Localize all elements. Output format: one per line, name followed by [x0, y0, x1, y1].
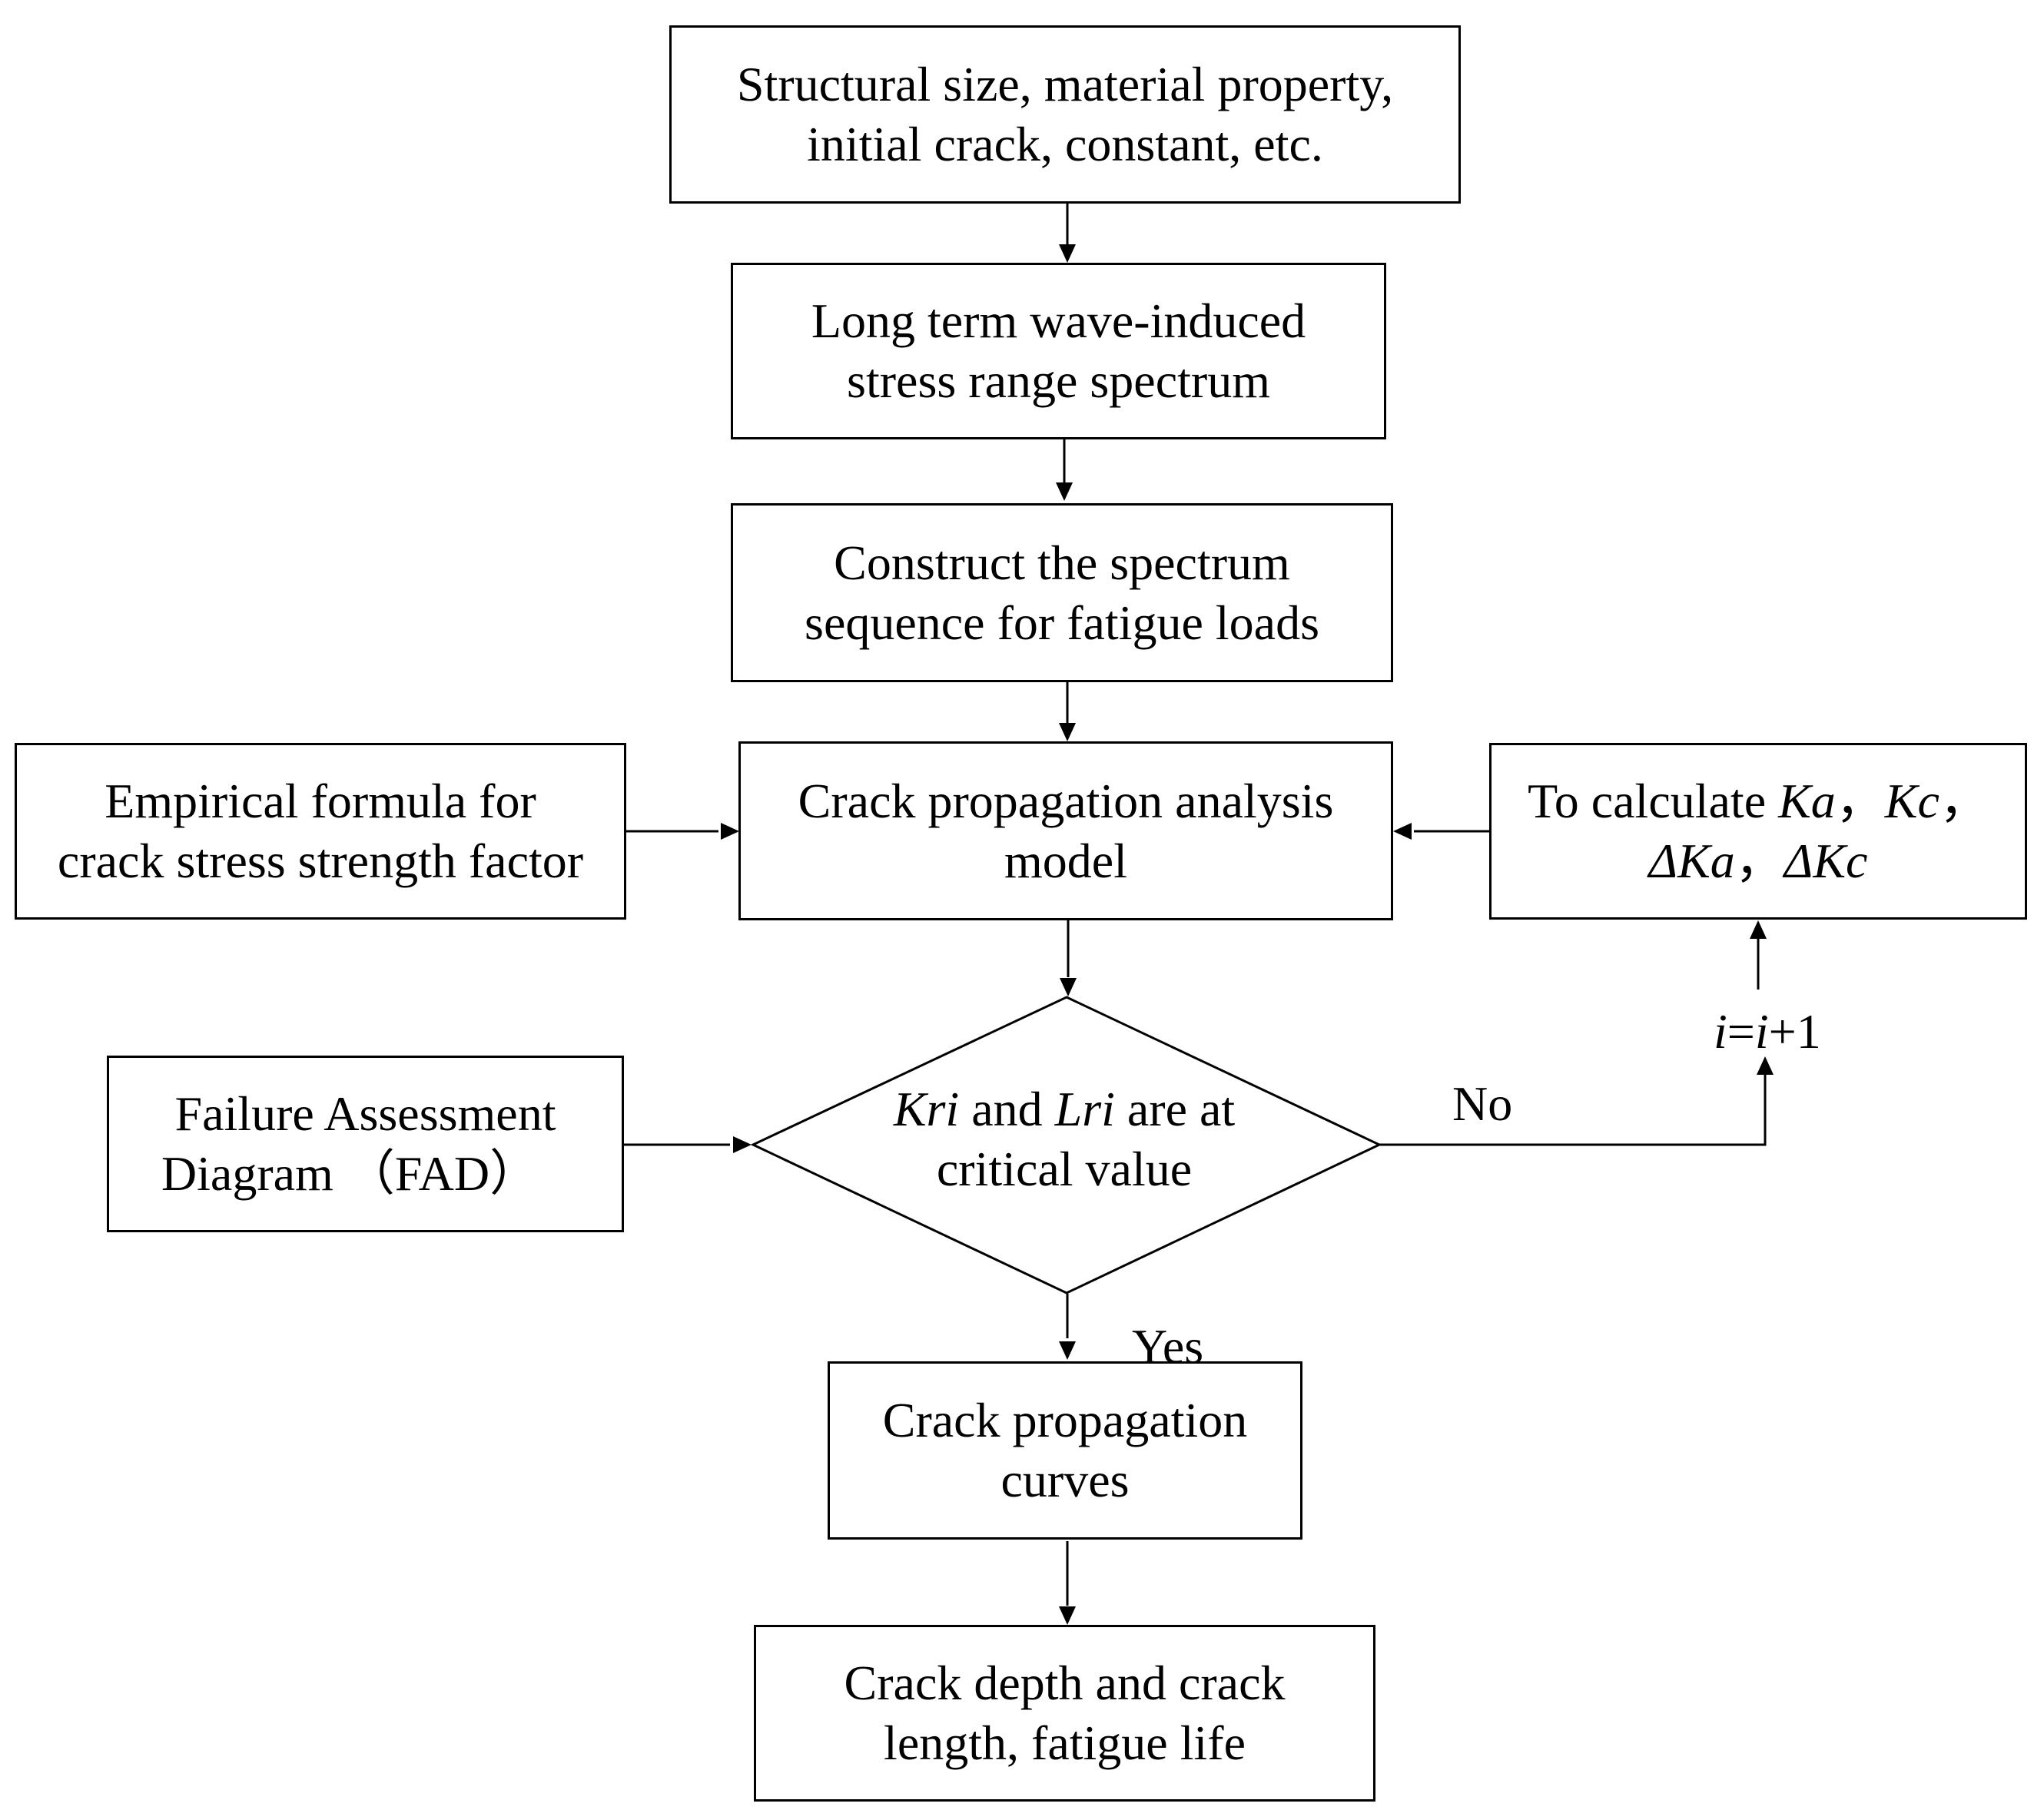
node-text: Crack propagation analysis	[798, 773, 1334, 828]
node-text: Structural size, material property,	[736, 57, 1394, 111]
lri-symbol: Lri	[1054, 1082, 1115, 1136]
arrowhead	[721, 823, 739, 840]
node-empirical-formula: Empirical formula for crack stress stren…	[15, 743, 626, 920]
node-text: initial crack, constant, etc.	[807, 117, 1323, 171]
ka-symbol: Ka	[1778, 774, 1836, 828]
node-text: Crack depth and crack	[844, 1656, 1286, 1710]
arrowhead	[1757, 1056, 1774, 1075]
node-fad: Failure Assessment Diagram （FAD）	[107, 1056, 624, 1232]
decision-tail: are at	[1114, 1082, 1236, 1136]
node-text: To calculate Ka，Kc，	[1528, 771, 1989, 831]
arrowhead	[733, 1136, 752, 1153]
separator: ，	[1734, 834, 1784, 888]
node-text: Diagram （FAD）	[161, 1146, 539, 1201]
i-symbol: i	[1754, 1004, 1769, 1059]
decision-diamond	[750, 996, 1382, 1295]
node-text: Crack propagation	[882, 1393, 1248, 1447]
i-symbol: i	[1714, 1004, 1727, 1059]
increment-label: i=i+1	[1714, 1002, 1821, 1062]
node-text: Empirical formula for	[105, 774, 536, 828]
node-text: Failure Assessment	[174, 1086, 556, 1141]
separator: ，	[1939, 774, 1989, 828]
kri-symbol: Kri	[893, 1082, 960, 1136]
calc-prefix: To calculate	[1528, 774, 1779, 828]
arrow-decision-no-to-increment	[1379, 1074, 1767, 1146]
node-text: ΔKa，ΔKc	[1649, 831, 1868, 891]
delta-kc-symbol: ΔKc	[1784, 834, 1868, 888]
node-text: critical value	[936, 1142, 1193, 1196]
node-text: sequence for fatigue loads	[805, 595, 1319, 650]
arrowhead	[1059, 1606, 1076, 1625]
arrowhead	[1056, 482, 1073, 501]
arrowhead	[1059, 244, 1076, 263]
node-text: Kri and Lri are at	[757, 1079, 1372, 1139]
kc-symbol: Kc	[1884, 774, 1939, 828]
delta-ka-symbol: ΔKa	[1648, 834, 1735, 888]
node-propagation-curves: Crack propagation curves	[828, 1361, 1302, 1540]
node-text: Construct the spectrum	[834, 535, 1290, 590]
node-text: model	[1004, 833, 1127, 888]
arrowhead	[1060, 978, 1077, 996]
arrowhead	[1750, 920, 1767, 939]
node-text: stress range spectrum	[847, 353, 1270, 408]
arrowhead	[1059, 1341, 1076, 1360]
node-stress-spectrum: Long term wave-induced stress range spec…	[731, 263, 1386, 439]
no-label: No	[1452, 1076, 1513, 1131]
arrowhead	[1393, 823, 1412, 840]
plus-one: +1	[1768, 1004, 1821, 1059]
yes-label: Yes	[1132, 1319, 1204, 1374]
node-calculate: To calculate Ka，Kc， ΔKa，ΔKc	[1489, 743, 2027, 920]
node-inputs: Structural size, material property, init…	[669, 25, 1461, 204]
node-text: curves	[1000, 1453, 1130, 1507]
node-text: length, fatigue life	[884, 1716, 1246, 1770]
decision-and: and	[959, 1082, 1055, 1136]
decision-text: Kri and Lri are at critical value	[757, 1079, 1372, 1199]
node-results: Crack depth and crack length, fatigue li…	[754, 1625, 1375, 1802]
node-load-sequence: Construct the spectrum sequence for fati…	[731, 503, 1393, 682]
arrowhead	[1059, 723, 1076, 741]
node-text: crack stress strength factor	[57, 834, 584, 888]
node-analysis-model: Crack propagation analysis model	[738, 741, 1393, 920]
node-text: Long term wave-induced	[811, 293, 1306, 348]
equals-sign: =	[1727, 1004, 1755, 1059]
separator: ，	[1835, 774, 1885, 828]
